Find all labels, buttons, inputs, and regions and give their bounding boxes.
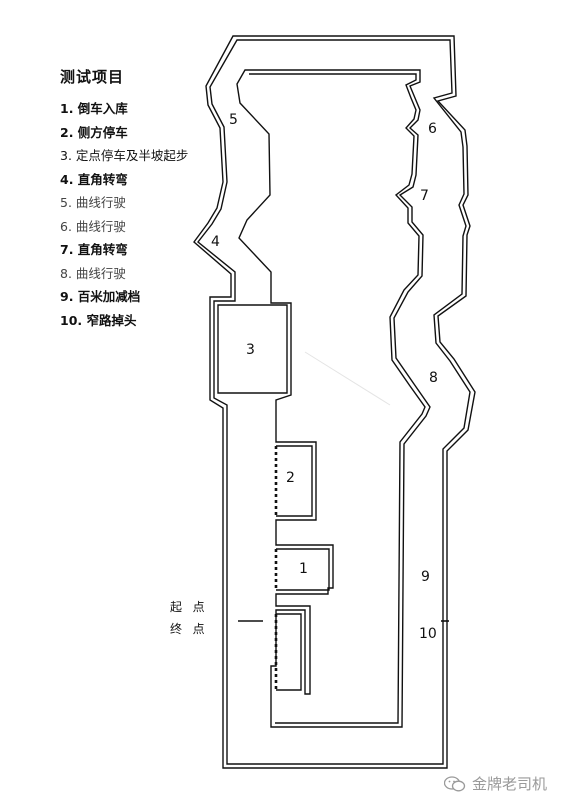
zone-label-10: 10 [419, 626, 437, 642]
watermark: 金牌老司机 [443, 773, 547, 794]
zone-label-7: 7 [420, 188, 429, 204]
zone-label-2: 2 [286, 470, 295, 486]
faint-diagonal-line [304, 351, 391, 406]
legend-item-5: 5. 曲线行驶 [60, 195, 126, 210]
reverse-parking-bay [276, 548, 330, 591]
legend-item-7: 7. 直角转弯 [60, 242, 128, 257]
test-items-legend: 测试项目 1. 倒车入库 2. 侧方停车 3. 定点停车及半坡起步 4. 直角转… [60, 66, 230, 334]
start-finish-bay [276, 613, 302, 691]
legend-item-6: 6. 曲线行驶 [60, 218, 126, 234]
zone-label-4: 4 [211, 234, 220, 250]
zone-label-6: 6 [428, 121, 437, 137]
legend-title: 测试项目 [60, 68, 125, 86]
course-inner-boundary [236, 69, 431, 728]
legend-item-2: 2. 侧方停车 [60, 124, 128, 140]
zone-label-8: 8 [429, 370, 438, 386]
legend-item-3: 3. 定点停车及半坡起步 [60, 148, 189, 163]
legend-list: 1. 倒车入库 2. 侧方停车 3. 定点停车及半坡起步 4. 直角转弯 5. … [60, 99, 230, 334]
course-outer-boundary-inner-line [197, 39, 471, 765]
zone-label-1: 1 [299, 561, 308, 577]
legend-item-10: 10. 窄路掉头 [60, 312, 137, 328]
watermark-text: 金牌老司机 [471, 775, 547, 793]
legend-item-8: 8. 曲线行驶 [60, 265, 126, 281]
side-parking-bay [276, 445, 313, 517]
legend-item-4: 4. 直角转弯 [60, 171, 128, 187]
slope-stop-box [217, 304, 288, 394]
legend-item-1: 1. 倒车入库 [60, 101, 128, 116]
course-inner-boundary-inner-line [249, 73, 426, 724]
legend-item-9: 9. 百米加减档 [60, 289, 141, 304]
finish-point-label: 终 点 [170, 621, 206, 636]
start-point-label: 起 点 [170, 600, 206, 614]
zone-label-3: 3 [246, 342, 255, 358]
zone-label-5: 5 [229, 112, 238, 128]
wechat-icon [443, 775, 466, 791]
zone-label-9: 9 [421, 569, 430, 585]
course-outer-boundary [193, 35, 476, 769]
